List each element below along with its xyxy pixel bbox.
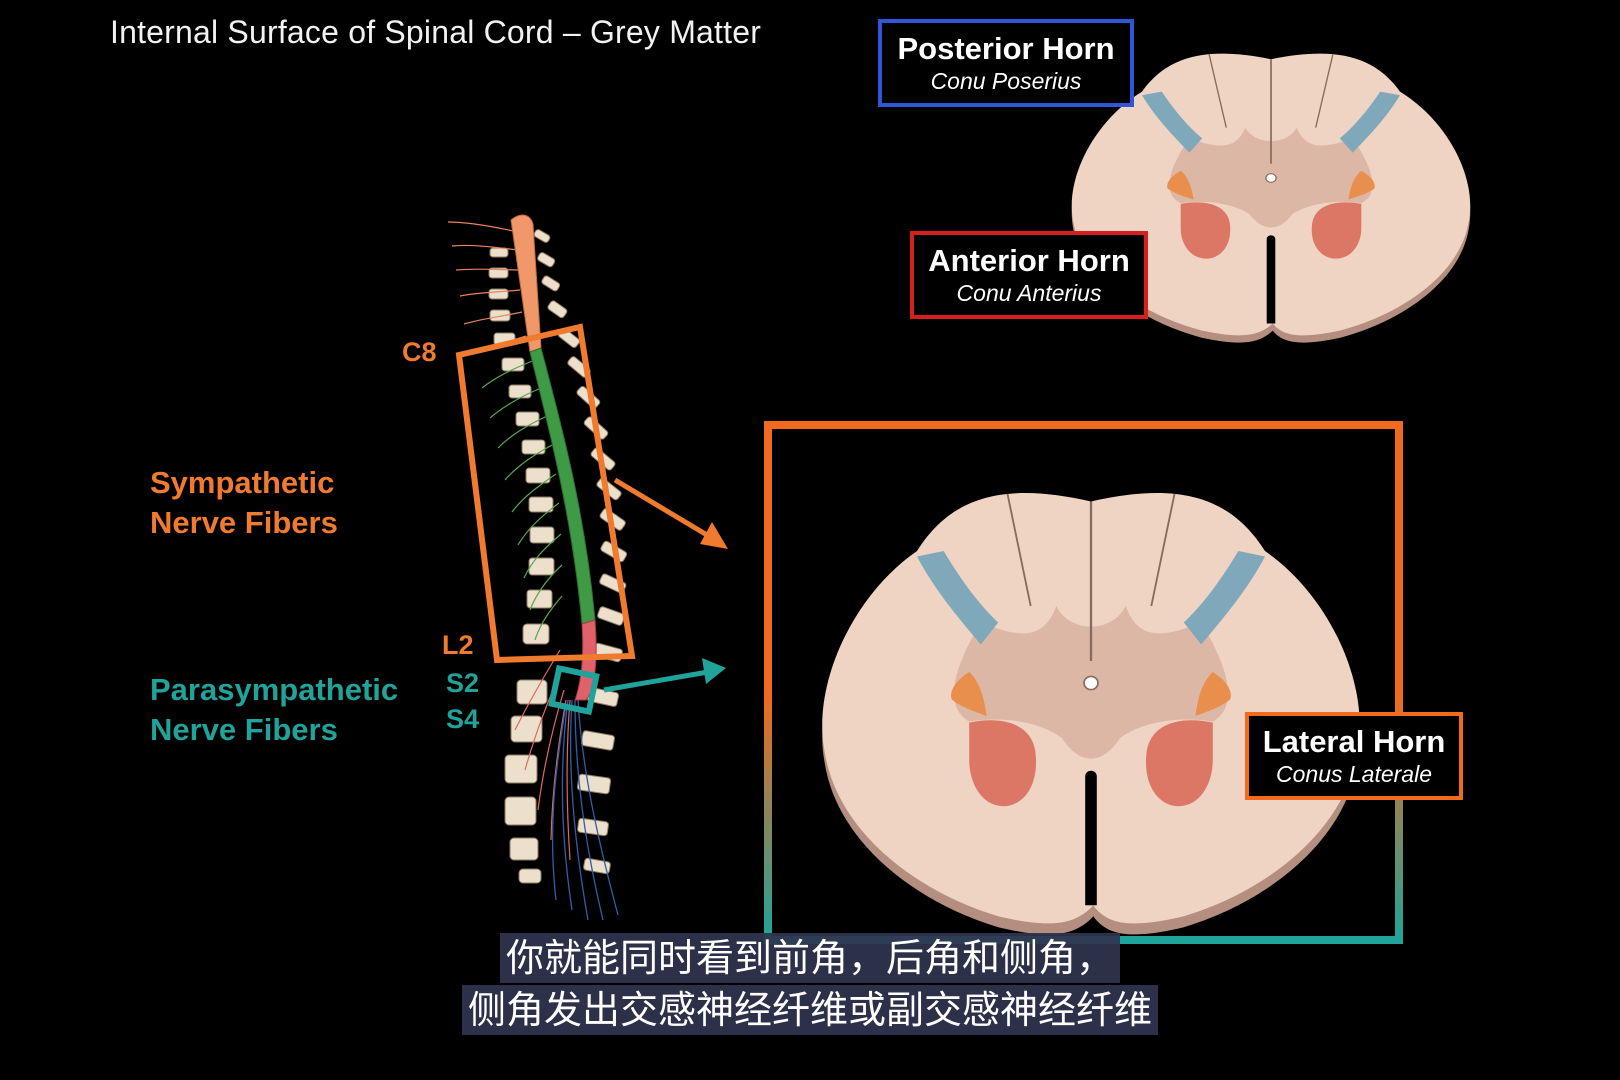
anterior-horn-title: Anterior Horn bbox=[928, 243, 1130, 278]
sympathetic-region-frame bbox=[455, 323, 636, 664]
segment-s2-label: S2 bbox=[446, 668, 480, 698]
lateral-horn-latin: Conus Laterale bbox=[1276, 761, 1432, 787]
parasympathetic-region-frame bbox=[548, 664, 600, 716]
parasympathetic-line-1: Parasympathetic bbox=[150, 672, 399, 707]
posterior-horn-label: Posterior Horn Conu Poserius bbox=[878, 19, 1134, 107]
posterior-horn-title: Posterior Horn bbox=[897, 31, 1115, 66]
sympathetic-arrow bbox=[613, 477, 728, 549]
subtitle-line-2-row: 侧角发出交感神经纤维或副交感神经纤维 bbox=[0, 985, 1620, 1035]
posterior-horn-latin: Conu Poserius bbox=[930, 68, 1082, 94]
page-title: Internal Surface of Spinal Cord – Grey M… bbox=[110, 14, 762, 50]
spine-illustration bbox=[447, 214, 636, 921]
sympathetic-line-2: Nerve Fibers bbox=[150, 505, 338, 540]
parasympathetic-line-2: Nerve Fibers bbox=[150, 712, 338, 747]
anterior-horn-label: Anterior Horn Conu Anterius bbox=[910, 231, 1148, 319]
subtitle-line-2: 侧角发出交感神经纤维或副交感神经纤维 bbox=[461, 985, 1158, 1035]
segment-s4-label: S4 bbox=[446, 704, 480, 734]
parasympathetic-arrow bbox=[603, 658, 726, 693]
segment-c8-label: C8 bbox=[402, 337, 437, 367]
anterior-horn-latin: Conu Anterius bbox=[956, 280, 1102, 306]
sympathetic-line-1: Sympathetic bbox=[150, 465, 335, 500]
sympathetic-fibers-label: Sympathetic Nerve Fibers bbox=[150, 463, 338, 543]
segment-l2-label: L2 bbox=[442, 630, 474, 660]
parasympathetic-fibers-label: Parasympathetic Nerve Fibers bbox=[150, 670, 398, 750]
lateral-horn-title: Lateral Horn bbox=[1262, 724, 1446, 759]
lateral-horn-label: Lateral Horn Conus Laterale bbox=[1245, 712, 1463, 800]
subtitle-line-1-row: 你就能同时看到前角，后角和侧角， bbox=[0, 933, 1620, 983]
subtitle-line-1: 你就能同时看到前角，后角和侧角， bbox=[499, 933, 1120, 983]
